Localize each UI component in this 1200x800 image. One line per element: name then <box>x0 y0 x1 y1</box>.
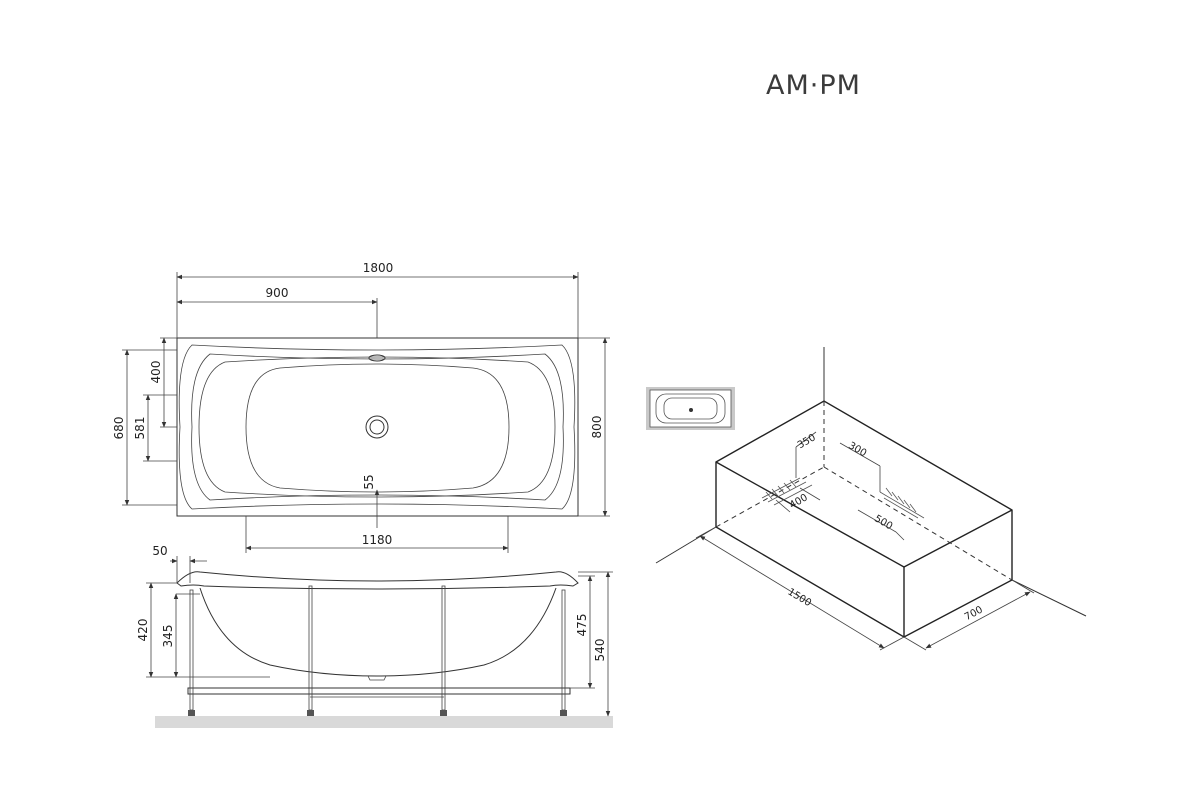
dim-700-label: 700 <box>963 604 985 623</box>
rim-profile <box>176 571 579 590</box>
dim-50-label: 50 <box>152 544 167 558</box>
dim-680-label: 680 <box>112 417 126 440</box>
rim-inner-contour <box>191 353 564 501</box>
tub-thumbnail <box>646 387 735 430</box>
top-view-drawing: 1800 900 800 680 581 400 55 1180 <box>112 261 610 553</box>
tub-outline-top <box>176 337 579 517</box>
dim-1180-label: 1180 <box>362 533 393 547</box>
dim-540-label: 540 <box>593 639 607 662</box>
dim-900-label: 900 <box>266 286 289 300</box>
ampm-logo: AM·PM <box>766 70 861 101</box>
dim-350-label: 350 <box>796 432 818 451</box>
drain-zone-hatch <box>761 477 813 506</box>
drain-zone-hatch-2 <box>879 487 925 519</box>
floor-surface <box>155 716 613 728</box>
tub-box-outline <box>715 400 1013 638</box>
side-view-drawing: 50 420 345 475 540 <box>136 544 613 728</box>
dim-1500-label: 1500 <box>786 587 813 610</box>
dim-55-label: 55 <box>362 474 376 489</box>
support-legs <box>188 585 567 716</box>
dim-800-label: 800 <box>590 416 604 439</box>
logo-text: AM·PM <box>766 70 861 101</box>
drain-outer <box>365 415 389 439</box>
dim-475-label: 475 <box>575 614 589 637</box>
dim-300-label: 300 <box>846 440 868 459</box>
basin-profile <box>199 587 557 677</box>
dim-581-label: 581 <box>133 417 147 440</box>
support-frame-bar <box>187 687 571 695</box>
dim-400-label: 400 <box>149 361 163 384</box>
basin-bottom-contour <box>245 363 510 493</box>
drain-inner <box>369 419 385 435</box>
basin-outer-contour <box>198 356 556 498</box>
dim-420-label: 420 <box>136 619 150 642</box>
dim-345-label: 345 <box>161 625 175 648</box>
overflow-hole <box>368 354 386 362</box>
dim-1800-label: 1800 <box>363 261 394 275</box>
rim-outer-contour <box>178 344 576 510</box>
